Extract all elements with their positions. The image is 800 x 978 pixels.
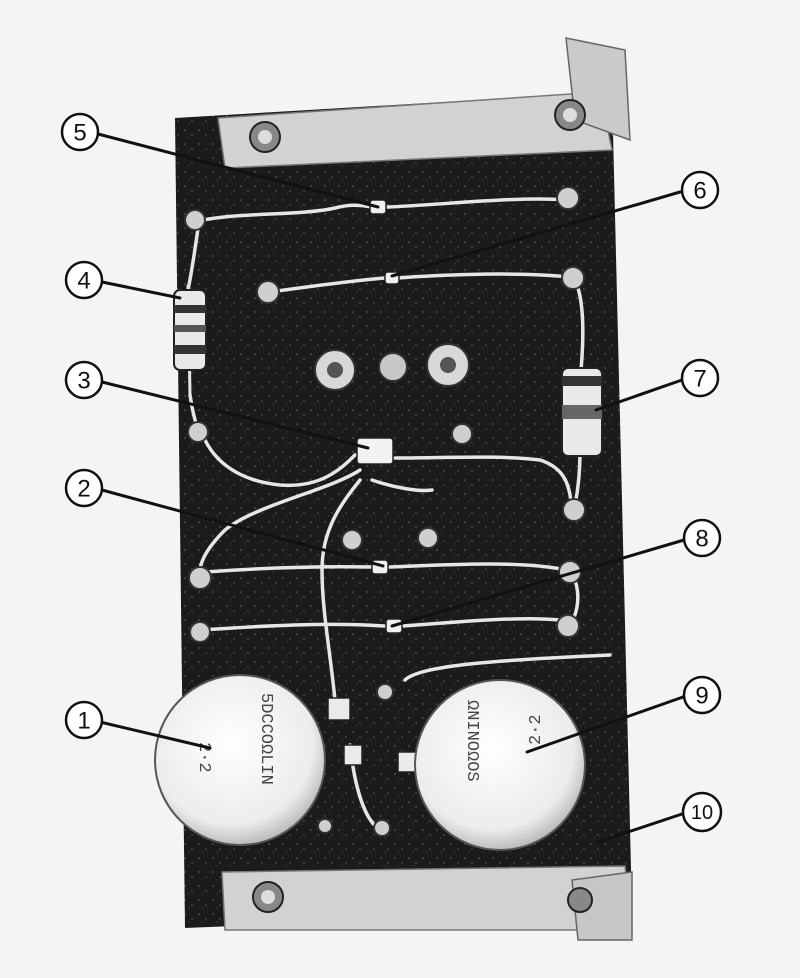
callout-leaders [96,132,686,844]
small-capacitor-a [327,697,351,721]
bottom-bracket [221,865,633,941]
callout-6: 6 [680,170,720,210]
terminal [558,560,582,584]
callout-5: 5 [60,112,100,152]
leader-6 [390,190,682,278]
leader-7 [594,378,684,412]
terminal [187,421,209,443]
terminal [341,529,363,551]
leader-9 [525,695,685,754]
callout-9: 9 [682,675,722,715]
callout-6-label: 6 [693,178,706,205]
bottom-bracket-tab [571,871,633,941]
leader-3 [100,380,370,450]
callout-3-label: 3 [77,368,90,395]
wire-left-vertical-top [186,226,200,292]
bottom-right-screw [567,887,593,913]
leader-10 [596,812,684,844]
wire-center-down [320,478,362,702]
wire-second-right [396,272,572,280]
wire-top-right [386,197,568,209]
wire-left-down [197,468,362,580]
wire-row-lower-right [400,616,562,628]
leader-5 [96,132,380,209]
leader-4 [100,280,182,300]
callouts: 1 2 3 4 5 6 7 8 [60,112,723,833]
callout-1-label: 1 [77,708,90,735]
top-bracket [217,37,631,169]
wire-second-left [268,276,387,294]
terminal [562,498,586,522]
terminal [376,683,394,701]
small-capacitor-c [397,751,417,773]
potentiometer-right: ΩNINOΩOS 2·2 [414,679,586,851]
wire-row-upper-left [203,564,374,574]
callout-4-label: 4 [77,268,90,295]
component-2 [371,559,389,575]
callout-2: 2 [64,468,104,508]
terminal [188,566,212,590]
pot-left-value: 2·2 [194,742,213,773]
top-bracket-bar [217,91,613,169]
callout-3: 3 [64,360,104,400]
pot-left-body [154,674,326,846]
callout-9-label: 9 [695,683,708,710]
pot-right-marking: ΩNINOΩOS [462,700,481,782]
wire-right-vertical-top [575,283,585,372]
terminal [373,819,391,837]
callout-10: 10 [681,791,723,833]
terminal [561,266,585,290]
callout-5-label: 5 [73,120,86,147]
terminal [556,186,580,210]
callout-7-label: 7 [693,366,706,393]
wire-left-loop [203,438,357,488]
callout-8-label: 8 [695,526,708,553]
wire-right-loop [393,455,574,512]
wire-row-lower-left [198,622,386,632]
callout-4: 4 [64,260,104,300]
pot-right-value: 2·2 [527,714,546,745]
transistor-studs [314,343,470,391]
leader-8 [390,538,686,628]
callout-1: 1 [64,700,104,740]
terminal [256,280,280,304]
terminal [417,527,439,549]
wire-bottom-right [403,653,612,682]
wire-top-left [193,203,374,224]
component-3 [356,437,394,465]
small-components [327,199,417,773]
wire-center-hook [370,478,434,493]
leader-1 [98,720,212,750]
small-capacitor-b [343,744,363,766]
capacitor-right [561,367,603,457]
callout-2-label: 2 [77,476,90,503]
terminal [189,621,211,643]
callout-10-label: 10 [691,802,713,824]
terminal [451,423,473,445]
stud-center [378,352,408,382]
terminal [556,614,580,638]
wiring [186,197,612,832]
callout-7: 7 [680,358,720,398]
wire-row-upper-right [388,562,568,572]
leader-2 [100,488,385,568]
terminal [184,209,206,231]
terminal [317,818,333,834]
resistor-left [173,284,207,396]
potentiometer-left: 5DCCOΩLIN 2·2 [154,674,326,846]
callout-8: 8 [682,518,722,558]
pot-left-marking: 5DCCOΩLIN [256,693,275,785]
solder-terminals [184,186,586,837]
pot-right-body [414,679,586,851]
